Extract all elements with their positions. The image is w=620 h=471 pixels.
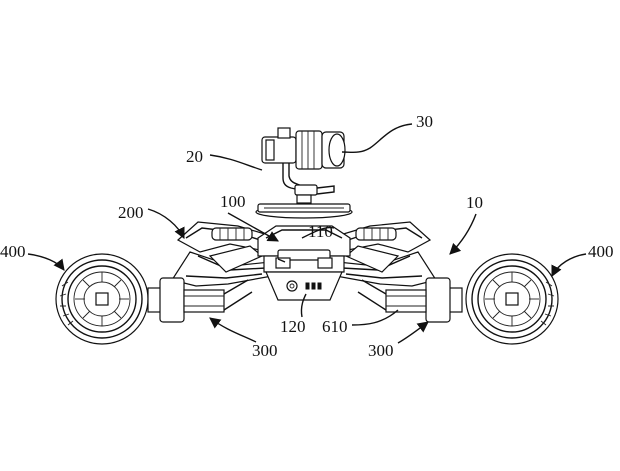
label-200: 200 (118, 203, 144, 222)
camera-gimbal (261, 127, 346, 204)
label-300-right: 300 (368, 341, 394, 360)
label-100: 100 (220, 192, 246, 211)
right-suspension (329, 221, 437, 287)
label-110: 110 (308, 222, 333, 241)
label-400-right: 400 (588, 242, 614, 261)
label-300-left: 300 (252, 341, 278, 360)
left-suspension (171, 221, 279, 287)
label-20: 20 (186, 147, 203, 166)
right-wheel (465, 253, 559, 345)
left-wheel (55, 253, 149, 345)
right-hub-motor (357, 277, 463, 323)
mount-plate (255, 203, 353, 219)
label-10: 10 (466, 193, 483, 212)
central-body (257, 225, 351, 301)
label-400-left: 400 (0, 242, 26, 261)
leader-lines (27, 123, 587, 344)
label-30: 30 (416, 112, 433, 131)
label-120: 120 (280, 317, 306, 336)
left-hub-motor (147, 277, 253, 323)
label-610: 610 (322, 317, 348, 336)
